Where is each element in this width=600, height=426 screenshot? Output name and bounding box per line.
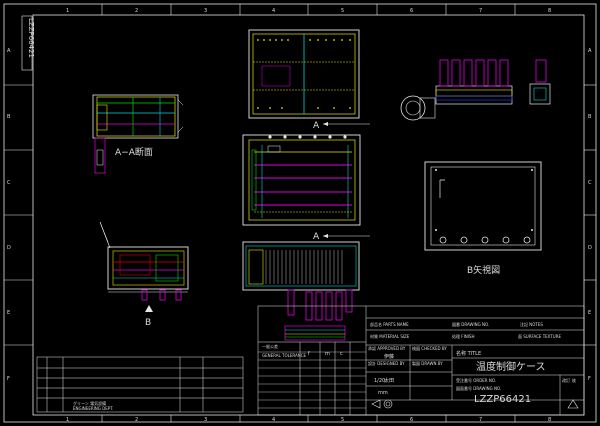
revision-footer-sub: ENGINEERING DEPT. — [73, 406, 113, 411]
drawing-title: 温度制御ケース — [476, 360, 546, 373]
approved-by: 伊藤 — [384, 353, 394, 360]
row-letter: A — [7, 48, 11, 54]
col-number: 4 — [272, 8, 275, 14]
main-view-center[interactable] — [242, 134, 361, 226]
revision-label: 改訂 — [562, 377, 570, 383]
col-number: 1 — [66, 8, 69, 14]
parts-name-header: 部品名 PARTS NAME — [370, 321, 409, 327]
row-letter: D — [7, 245, 11, 251]
revision-footer: グリーン 電気設備 — [73, 400, 106, 406]
doc-number-vertical: LZZP66421 — [27, 18, 35, 58]
notes-header: 注記 NOTES — [520, 321, 543, 327]
row-grid-left: A B C D E F — [4, 48, 33, 382]
col-number: 5 — [341, 8, 344, 14]
section-view-a-a[interactable] — [92, 94, 184, 174]
column-grid-top: 1 2 3 4 5 6 7 8 — [66, 4, 551, 15]
material-size: 材質 MATERIAL SIZE — [370, 333, 410, 339]
row-letter: D — [588, 245, 592, 251]
cut-marker-a-bottom: A — [313, 232, 320, 242]
title-block — [257, 305, 585, 416]
col-number: 8 — [548, 417, 551, 423]
row-grid-right: A B C D E F — [584, 48, 596, 382]
drawing-no-header: 図番 DRAWING NO. — [452, 321, 489, 327]
sheet-label: 枚 — [572, 377, 576, 383]
col-number: 1 — [66, 417, 69, 423]
detail-view-top-right[interactable] — [400, 59, 551, 121]
tolerance-sub: GENERAL TOLERANCE — [262, 353, 306, 358]
row-letter: E — [7, 310, 10, 316]
row-letter: C — [588, 180, 592, 186]
view-b-label: B矢視図 — [467, 264, 500, 276]
col-number: 3 — [204, 8, 207, 14]
row-letter: E — [588, 310, 591, 316]
col-number: 8 — [548, 8, 551, 14]
surface-texture-header: 面 SURFACE TEXTURE — [518, 334, 561, 339]
tolerance-header: 一般公差 — [262, 343, 278, 349]
front-view-top[interactable] — [248, 29, 360, 119]
section-view-label: A−A断面 — [115, 146, 153, 158]
designed-label: 設計 DESIGNED BY — [368, 360, 405, 366]
cut-line-a-a — [323, 122, 370, 238]
cut-marker-a-top: A — [313, 121, 320, 131]
row-letter: A — [588, 48, 592, 54]
checked-label: 検図 CHECKED BY — [412, 345, 447, 351]
col-number: 5 — [341, 417, 344, 423]
row-letter: C — [7, 180, 11, 186]
col-number: 6 — [410, 417, 413, 423]
side-view-left[interactable] — [99, 221, 189, 312]
col-number: 2 — [135, 417, 138, 423]
fmc-m: m — [325, 351, 330, 357]
approved-label: 承認 APPROVED BY — [368, 345, 406, 351]
column-grid-bottom: 1 2 3 4 5 6 7 8 — [66, 415, 551, 423]
col-number: 4 — [272, 417, 275, 423]
drawing-number: LZZP66421 — [474, 394, 531, 405]
bottom-view-center[interactable] — [242, 241, 360, 321]
col-number: 3 — [204, 417, 207, 423]
view-b[interactable] — [424, 161, 542, 251]
fmc-f: f — [308, 351, 310, 357]
revision-table — [36, 356, 244, 413]
row-letter: B — [7, 114, 11, 120]
title-label: 名称 TITLE — [456, 350, 481, 357]
col-number: 2 — [135, 8, 138, 14]
parts-list-strip — [284, 325, 346, 341]
checked-by: 太田 — [384, 377, 394, 384]
tolerance-rows — [258, 351, 366, 409]
row-letter: F — [7, 376, 10, 382]
drawing-no-label: 図面番号 DRAWING NO. — [456, 385, 501, 391]
col-number: 7 — [479, 417, 482, 423]
projection-symbol-icon — [371, 399, 579, 409]
row-letter: B — [588, 114, 592, 120]
finish-header: 処理 FINISH — [452, 333, 474, 339]
order-no-label: 受注番号 ORDER NO. — [456, 377, 496, 383]
fmc-c: c — [340, 351, 343, 357]
drawn-label: 製図 DRAWN BY — [412, 360, 443, 366]
scale-value: 1/20 — [374, 378, 385, 384]
unit-value: mm — [378, 390, 388, 396]
col-number: 6 — [410, 8, 413, 14]
col-number: 7 — [479, 8, 482, 14]
arrow-marker-b: B — [145, 318, 151, 328]
row-letter: F — [588, 376, 591, 382]
